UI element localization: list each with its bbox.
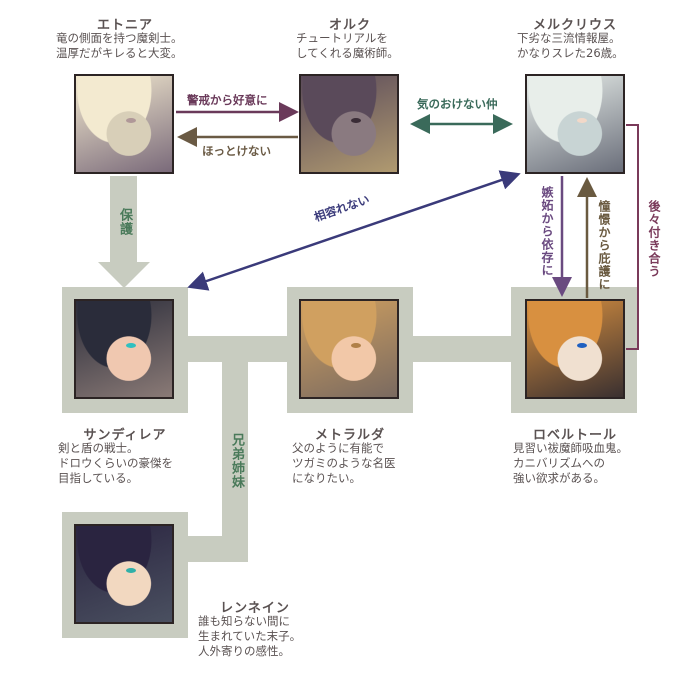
protect-arrow-shaft [110, 176, 137, 264]
desc-etonia: 竜の側面を持つ魔剣士。 温厚だがキレると大変。 [56, 31, 183, 60]
portrait-eye-detail [350, 343, 361, 349]
portrait-oruku[interactable] [299, 74, 399, 174]
portrait-eye-detail [125, 118, 136, 124]
name-merkurius: メルクリウス [532, 18, 617, 33]
portrait-etonia[interactable] [74, 74, 174, 174]
portrait-eye-detail [576, 343, 587, 349]
portrait-rennein[interactable] [74, 524, 174, 624]
label-merkurius-to-roberutoru: 嫉妬から依存に [540, 186, 554, 277]
label-oruku-to-etonia: ほっとけない [202, 144, 271, 158]
desc-oruku: チュートリアルを してくれる魔術師。 [296, 31, 399, 60]
portrait-eye-detail [350, 118, 361, 124]
label-etonia-to-oruku: 警戒から好意に [187, 93, 268, 107]
name-sandirea: サンディレア [83, 428, 167, 443]
label-roberutoru-to-merkurius: 憧憬から庇護に [597, 200, 611, 291]
name-metoraruda: メトラルダ [314, 428, 385, 443]
label-siblings: 兄弟姉妹 [229, 433, 244, 489]
label-oruku-merkurius: 気のおけない仲 [417, 97, 498, 111]
name-roberutoru: ロベルトール [532, 428, 617, 443]
portrait-merkurius[interactable] [525, 74, 625, 174]
portrait-eye-detail [125, 343, 136, 349]
portrait-eye-detail [125, 568, 136, 574]
desc-merkurius: 下劣な三流情報屋。 かなりスレた26歳。 [517, 31, 624, 60]
name-rennein: レンネイン [220, 601, 290, 616]
portrait-metoraruda[interactable] [299, 299, 399, 399]
name-etonia: エトニア [96, 18, 153, 33]
desc-sandirea: 剣と盾の戦士。 ドロウくらいの豪傑を 目指している。 [58, 441, 173, 485]
family-connector-vertical [222, 362, 248, 562]
family-connector-to-rennein [185, 536, 248, 562]
arrow-merkurius-sandirea [187, 170, 521, 291]
name-oruku: オルク [328, 18, 371, 33]
desc-metoraruda: 父のように有能で ツガミのような名医 になりたい。 [292, 441, 396, 485]
portrait-roberutoru[interactable] [525, 299, 625, 399]
desc-roberutoru: 見習い祓魔師吸血鬼。 カニバリズムへの 強い欲求がある。 [513, 441, 628, 485]
portrait-eye-detail [576, 118, 587, 124]
desc-rennein: 誰も知らない間に 生まれていた末子。 人外寄りの感性。 [198, 614, 302, 658]
label-dating: 後々付き合う [647, 200, 661, 278]
label-etonia-to-sandirea: 保護 [117, 208, 132, 236]
label-merkurius-sandirea: 相容れない [312, 192, 372, 225]
portrait-sandirea[interactable] [74, 299, 174, 399]
